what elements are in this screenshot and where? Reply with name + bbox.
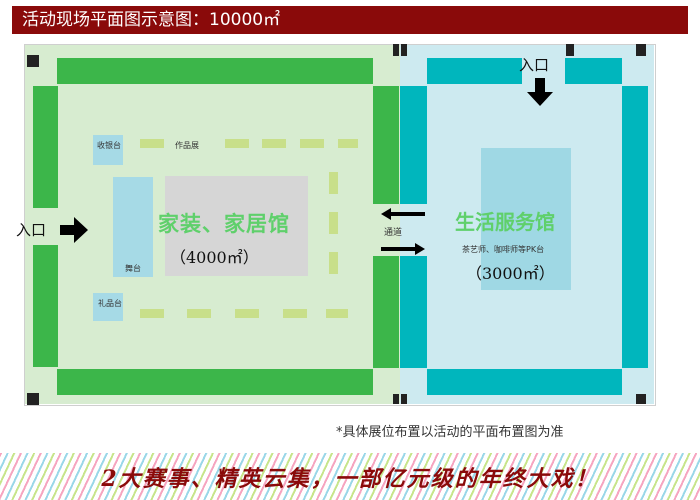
- entrance-arrow-down-icon: [527, 78, 553, 106]
- pk-stage-label: 茶艺师、咖啡师等PK台: [462, 245, 545, 254]
- booth-dash: [338, 139, 358, 148]
- booth-dash: [235, 309, 259, 318]
- booth-dash: [300, 139, 324, 148]
- home-decor-hall-name: 家装、家居馆: [158, 211, 290, 236]
- booth-dash: [329, 252, 338, 274]
- layout-footnote: *具体展位布置以活动的平面布置图为准: [336, 425, 564, 440]
- booth-dash: [329, 212, 338, 234]
- right-hall-left-wall-lower: [400, 256, 427, 368]
- right-hall-left-wall-upper: [400, 86, 427, 204]
- pk-stage-block: [481, 148, 571, 290]
- corner-post: [636, 394, 646, 404]
- stage-label: 舞台: [125, 264, 141, 273]
- corner-post: [636, 44, 646, 56]
- corridor-arrow-left-icon: [381, 208, 425, 220]
- right-hall-top-wall-right: [565, 58, 622, 84]
- title-bar: [12, 6, 688, 34]
- gifts-label: 礼品台: [98, 299, 122, 308]
- booth-dash: [262, 139, 286, 148]
- right-hall-bottom-wall: [427, 369, 622, 395]
- right-hall-right-wall: [622, 86, 648, 368]
- booth-dash: [140, 309, 164, 318]
- left-hall-left-wall-lower: [33, 245, 58, 367]
- corridor-arrow-right-icon: [381, 243, 425, 255]
- left-hall-left-wall-upper: [33, 86, 58, 208]
- left-hall-bottom-wall: [57, 369, 373, 395]
- life-service-hall-area: （3000㎡）: [466, 264, 555, 283]
- corner-post: [27, 393, 39, 405]
- top-entrance-label: 入口: [519, 56, 550, 74]
- corner-post: [27, 55, 39, 67]
- life-service-hall-name: 生活服务馆: [455, 210, 555, 234]
- corner-post: [401, 394, 407, 404]
- floor-plan-frame: [24, 44, 656, 406]
- corner-post: [393, 44, 399, 56]
- left-hall-top-wall: [57, 58, 373, 84]
- booth-dash: [187, 309, 211, 318]
- corner-post: [401, 44, 407, 56]
- right-hall-top-wall-left: [427, 58, 522, 84]
- slogan-text: 2大赛事、精英云集，一部亿元级的年终大戏！: [101, 466, 599, 492]
- left-entrance-label: 入口: [16, 221, 47, 239]
- left-hall-right-wall-upper: [373, 86, 399, 204]
- cashier-booth: [93, 135, 123, 165]
- booth-dash: [326, 309, 348, 318]
- corner-post: [393, 394, 399, 404]
- home-decor-hall-block: [165, 176, 308, 276]
- booth-dash: [329, 172, 338, 194]
- gift-booth: [93, 293, 123, 321]
- slogan-banner: [0, 453, 700, 500]
- stage-block: [113, 177, 153, 277]
- corner-post: [566, 44, 574, 56]
- booth-dash: [283, 309, 307, 318]
- booth-dash: [225, 139, 249, 148]
- left-hall-right-wall-lower: [373, 256, 399, 368]
- cashier-label: 收银台: [97, 141, 121, 150]
- home-decor-hall-area: （4000㎡）: [170, 248, 259, 267]
- entrance-arrow-right-icon: [60, 217, 88, 243]
- corridor-label: 通道: [384, 228, 403, 238]
- exhibits-label: 作品展: [175, 141, 199, 150]
- booth-dash: [140, 139, 164, 148]
- page-title: 活动现场平面图示意图：10000㎡: [22, 10, 281, 30]
